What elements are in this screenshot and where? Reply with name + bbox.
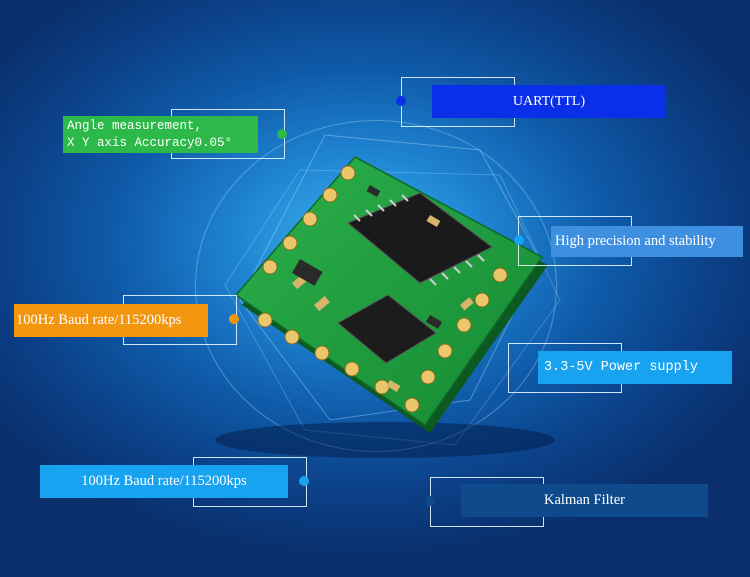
glow-ring-outer xyxy=(195,120,557,452)
angle-dot xyxy=(277,129,287,139)
kalman-dot xyxy=(425,496,435,506)
power-supply-label: 3.3-5V Power supply xyxy=(538,351,732,384)
baud-left-dot xyxy=(229,314,239,324)
baud-left-text: 100Hz Baud rate/115200kps xyxy=(16,312,182,328)
precision-dot xyxy=(514,235,524,245)
uart-text: UART(TTL) xyxy=(512,93,586,109)
kalman-filter-label: Kalman Filter xyxy=(461,484,708,517)
kalman-text: Kalman Filter xyxy=(544,492,625,508)
angle-line-1: Angle measurement, xyxy=(67,118,203,133)
uart-dot xyxy=(396,96,406,106)
precision-label: High precision and stability xyxy=(551,226,743,257)
imu-module-board-image xyxy=(234,156,548,433)
angle-line-2: X Y axis Accuracy0.05° xyxy=(67,135,233,150)
angle-measurement-label: Angle measurement, X Y axis Accuracy0.05… xyxy=(63,116,258,153)
baud-left-label: 100Hz Baud rate/115200kps xyxy=(14,304,208,337)
baud-bottom-text: 100Hz Baud rate/115200kps xyxy=(81,473,247,489)
precision-text: High precision and stability xyxy=(555,233,716,249)
power-text: 3.3-5V Power supply xyxy=(544,360,698,375)
baud-bottom-dot xyxy=(299,476,309,486)
baud-bottom-label: 100Hz Baud rate/115200kps xyxy=(40,465,288,498)
uart-label: UART(TTL) xyxy=(432,85,666,118)
